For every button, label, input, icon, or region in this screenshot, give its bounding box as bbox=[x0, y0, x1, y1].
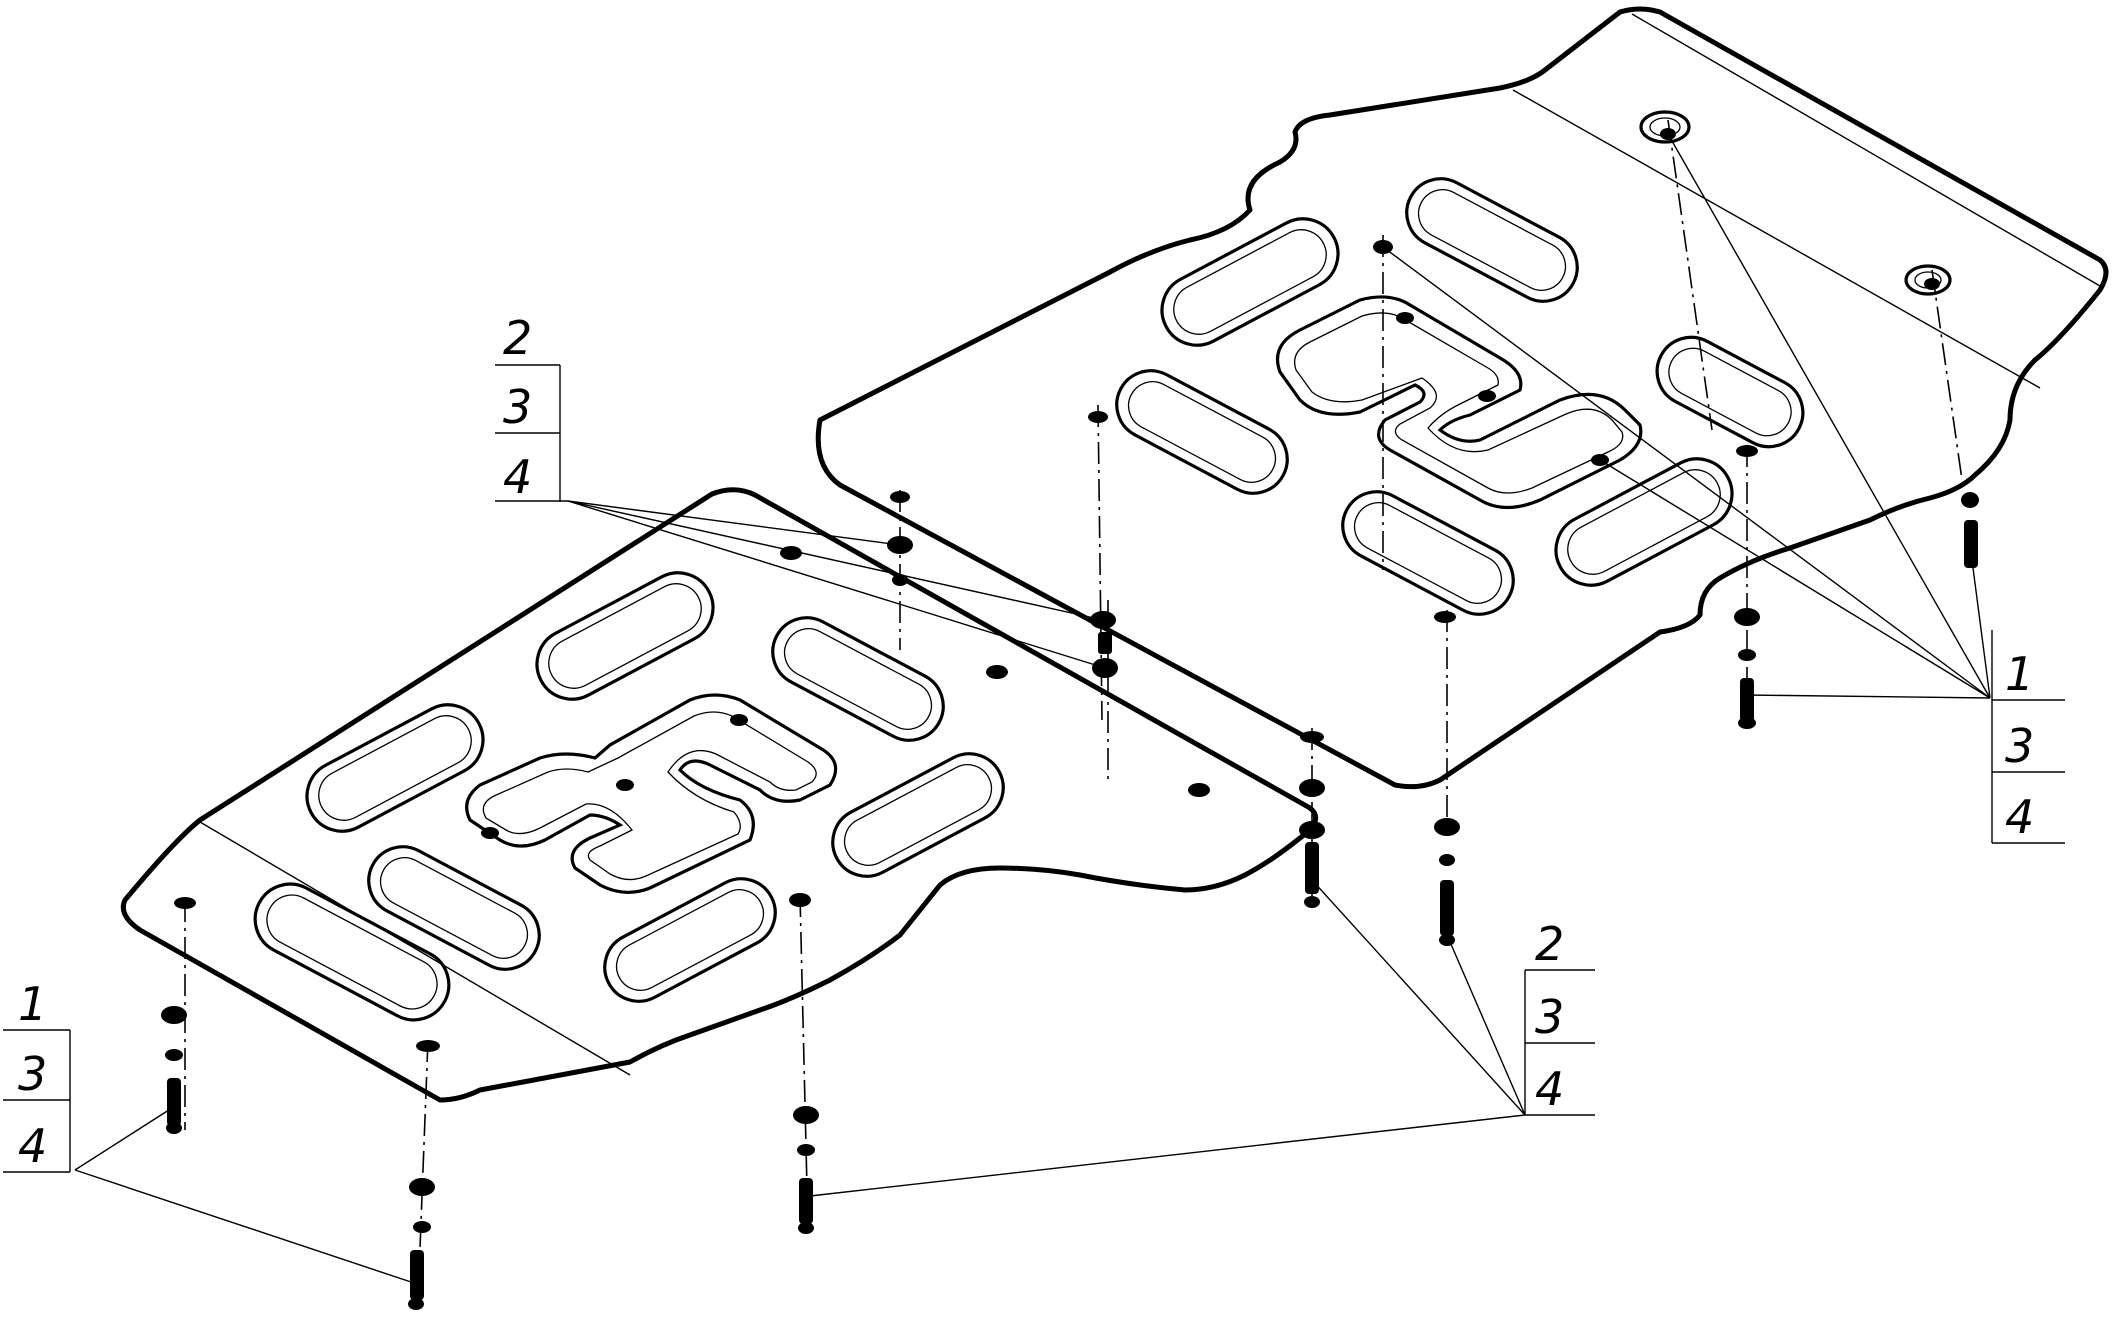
front-slot-5 bbox=[367, 845, 541, 971]
callout-top-left: 2 3 4 bbox=[495, 311, 561, 504]
callout-bottom-left-label-3: 4 bbox=[18, 1119, 47, 1173]
rear-plate-outline bbox=[815, 6, 2109, 790]
rear-skid-plate bbox=[815, 6, 2109, 790]
rear-plate-flange-line bbox=[1631, 13, 2101, 287]
callout-right-upper-label-1: 1 bbox=[2005, 647, 2034, 701]
front-plate-slots bbox=[253, 571, 1005, 1022]
front-plate-bend-line bbox=[199, 821, 631, 1076]
front-slot-4 bbox=[831, 752, 1005, 878]
front-slot-7 bbox=[253, 882, 451, 1022]
callout-right-upper-label-3: 4 bbox=[2005, 790, 2034, 844]
callout-right-upper: 1 3 4 bbox=[1991, 630, 2065, 844]
rear-slot-6 bbox=[1341, 490, 1515, 616]
leader-lines bbox=[74, 133, 1991, 1284]
callout-right-lower-label-1: 2 bbox=[1535, 917, 1564, 971]
rear-slot-2 bbox=[1405, 177, 1579, 303]
callout-top-left-label-3: 4 bbox=[503, 450, 532, 504]
rear-plate-bend-line bbox=[1512, 89, 2041, 389]
callout-top-left-label-2: 3 bbox=[503, 380, 532, 434]
rear-slot-center bbox=[1275, 295, 1643, 510]
callout-right-lower-label-3: 4 bbox=[1535, 1062, 1564, 1116]
rear-slot-5 bbox=[1554, 457, 1734, 587]
callout-bottom-left-label-1: 1 bbox=[18, 977, 47, 1031]
rear-slot-4 bbox=[1655, 335, 1805, 449]
front-slot-6 bbox=[603, 877, 777, 1003]
front-slot-1 bbox=[535, 571, 715, 701]
front-skid-plate bbox=[120, 487, 1319, 1103]
callout-right-upper-label-2: 3 bbox=[2005, 719, 2034, 773]
rear-slot-3 bbox=[1115, 369, 1289, 495]
front-slot-2 bbox=[771, 616, 945, 742]
callout-bottom-left-label-2: 3 bbox=[18, 1047, 47, 1101]
rear-plate-slots bbox=[1115, 177, 1805, 616]
fasteners bbox=[161, 492, 1979, 1310]
rear-plate-mount-pads bbox=[1639, 110, 1952, 296]
front-slot-3 bbox=[305, 703, 485, 833]
callout-right-lower-label-2: 3 bbox=[1535, 990, 1564, 1044]
callout-right-lower: 2 3 4 bbox=[1524, 917, 1595, 1116]
fastener-axes bbox=[184, 119, 1963, 1301]
front-slot-center bbox=[465, 693, 838, 894]
callout-bottom-left: 1 3 4 bbox=[3, 977, 71, 1173]
rear-slot-1 bbox=[1160, 217, 1340, 347]
front-plate-outline bbox=[120, 487, 1319, 1103]
callout-top-left-label-1: 2 bbox=[503, 311, 532, 365]
